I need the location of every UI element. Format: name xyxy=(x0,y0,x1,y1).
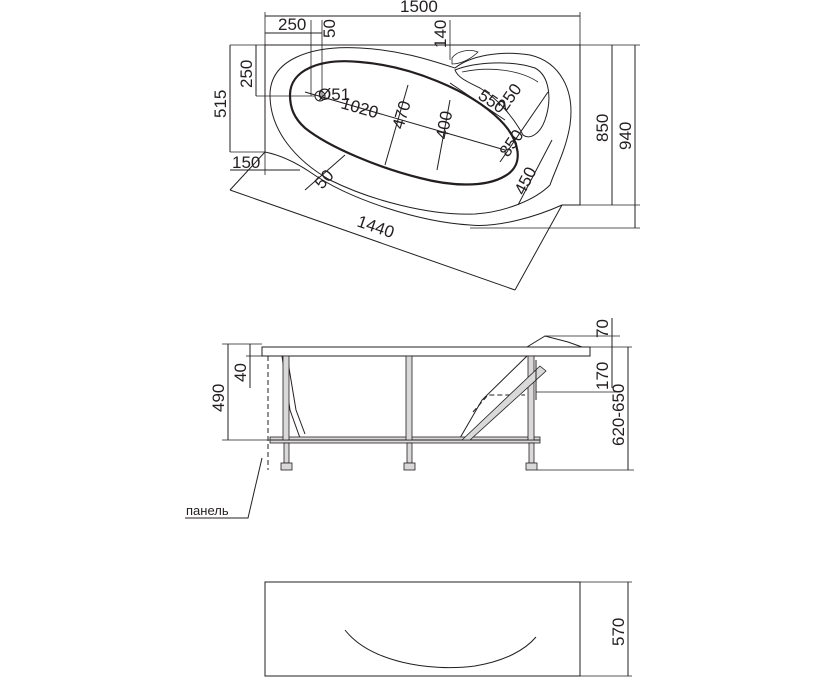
dim-70: 70 xyxy=(593,319,612,338)
dim-250-left: 250 xyxy=(237,60,256,88)
dim-940: 940 xyxy=(616,122,635,150)
dim-40: 40 xyxy=(231,363,250,382)
top-view: 1500 250 50 140 250 515 150 Ø51 1020 470… xyxy=(211,0,640,291)
frame-leg xyxy=(527,355,535,441)
dim-470: 470 xyxy=(389,99,415,132)
side-view: 70 170 620-650 490 40 панель xyxy=(185,318,634,519)
dim-450: 450 xyxy=(511,164,541,198)
dim-620-650: 620-650 xyxy=(609,384,628,446)
dim-250-top: 250 xyxy=(278,15,306,34)
side-view-rim xyxy=(261,346,591,357)
dim-850-inner: 850 xyxy=(496,126,528,160)
frame-leg xyxy=(282,355,290,441)
dim-170: 170 xyxy=(593,362,612,390)
dim-140: 140 xyxy=(431,20,450,48)
dim-150: 150 xyxy=(232,153,260,172)
dim-phi51: Ø51 xyxy=(318,85,350,104)
panel-label: панель xyxy=(186,503,229,518)
dim-490: 490 xyxy=(209,384,228,412)
front-view: 570 xyxy=(264,581,632,677)
dim-1500: 1500 xyxy=(400,0,438,16)
top-view-lip xyxy=(269,47,572,215)
dim-50-top: 50 xyxy=(320,19,339,38)
dim-850-right: 850 xyxy=(593,114,612,142)
dim-400: 400 xyxy=(432,109,456,140)
top-view-headrest xyxy=(454,62,550,138)
dim-1440: 1440 xyxy=(355,212,397,242)
top-view-outer-rim xyxy=(264,44,581,226)
frame-leg xyxy=(405,355,413,441)
dim-1020: 1020 xyxy=(339,94,381,123)
front-panel-curve xyxy=(344,629,537,669)
top-view-basin xyxy=(288,60,519,186)
dim-515: 515 xyxy=(211,90,230,118)
front-panel xyxy=(264,581,581,677)
side-view-basin xyxy=(281,355,528,439)
dim-570: 570 xyxy=(609,618,628,646)
